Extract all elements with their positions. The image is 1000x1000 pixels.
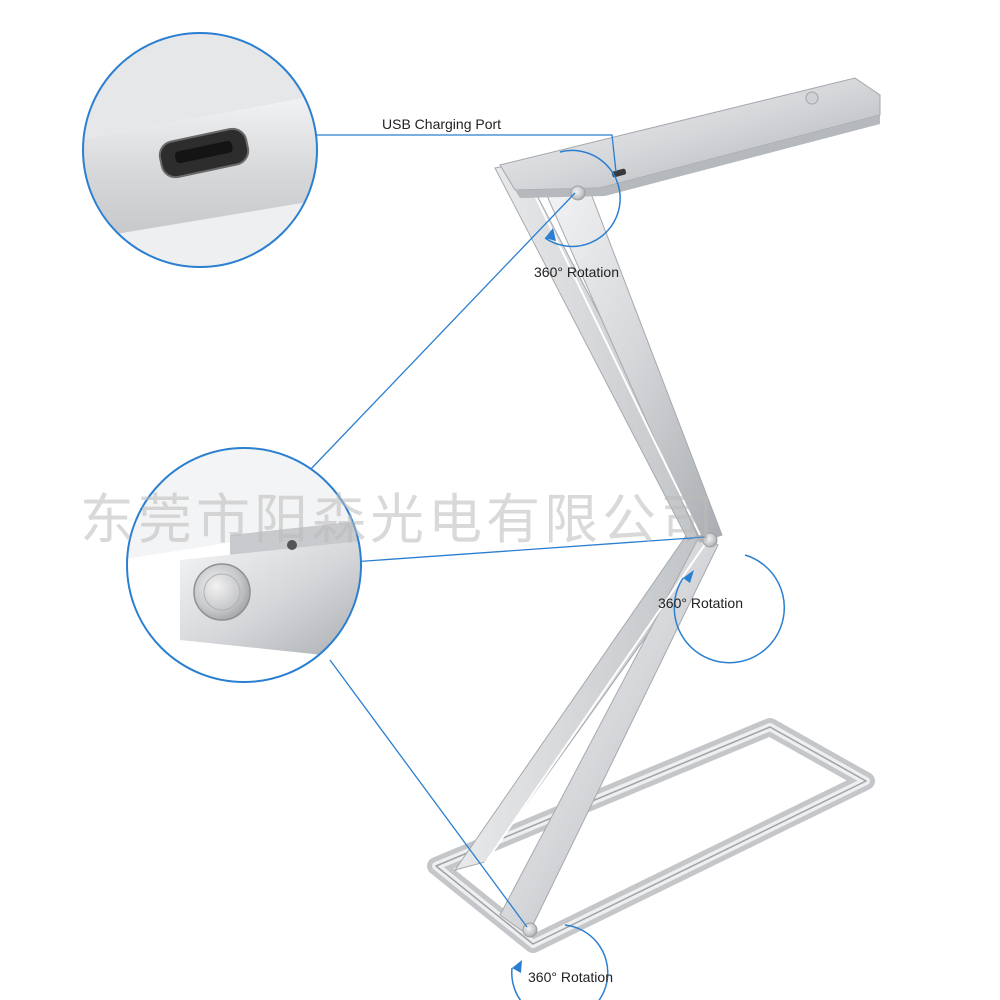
- hinge-zoom: [126, 447, 362, 683]
- rotation-label-bottom: 360° Rotation: [528, 969, 613, 985]
- rotation-arcs: [511, 149, 785, 1000]
- rotation-label-middle: 360° Rotation: [658, 595, 743, 611]
- hinge-knob-icon: [193, 563, 251, 621]
- watermark: 东莞市阳森光电有限公司: [80, 488, 718, 551]
- middle-zoom-line: [351, 536, 707, 563]
- rotation-arc-bottom: [511, 924, 609, 1000]
- callout-lines: [300, 134, 707, 928]
- rotation-arc-middle: [673, 554, 785, 664]
- lamp-upper-arm: [494, 162, 723, 543]
- rotation-label-top: 360° Rotation: [534, 264, 619, 280]
- rotation-arc-top: [544, 149, 621, 248]
- lamp-base-frame: [427, 718, 875, 953]
- usb-callout-line: [300, 134, 617, 173]
- middle-hinge: [702, 532, 718, 548]
- lamp-head: [499, 77, 881, 198]
- lamp: [427, 77, 881, 953]
- usb-port-label: USB Charging Port: [382, 116, 501, 132]
- top-zoom-line-upper: [309, 192, 576, 471]
- bottom-zoom-line: [329, 659, 528, 928]
- usb-port-zoom: [82, 32, 318, 268]
- top-hinge: [570, 185, 586, 201]
